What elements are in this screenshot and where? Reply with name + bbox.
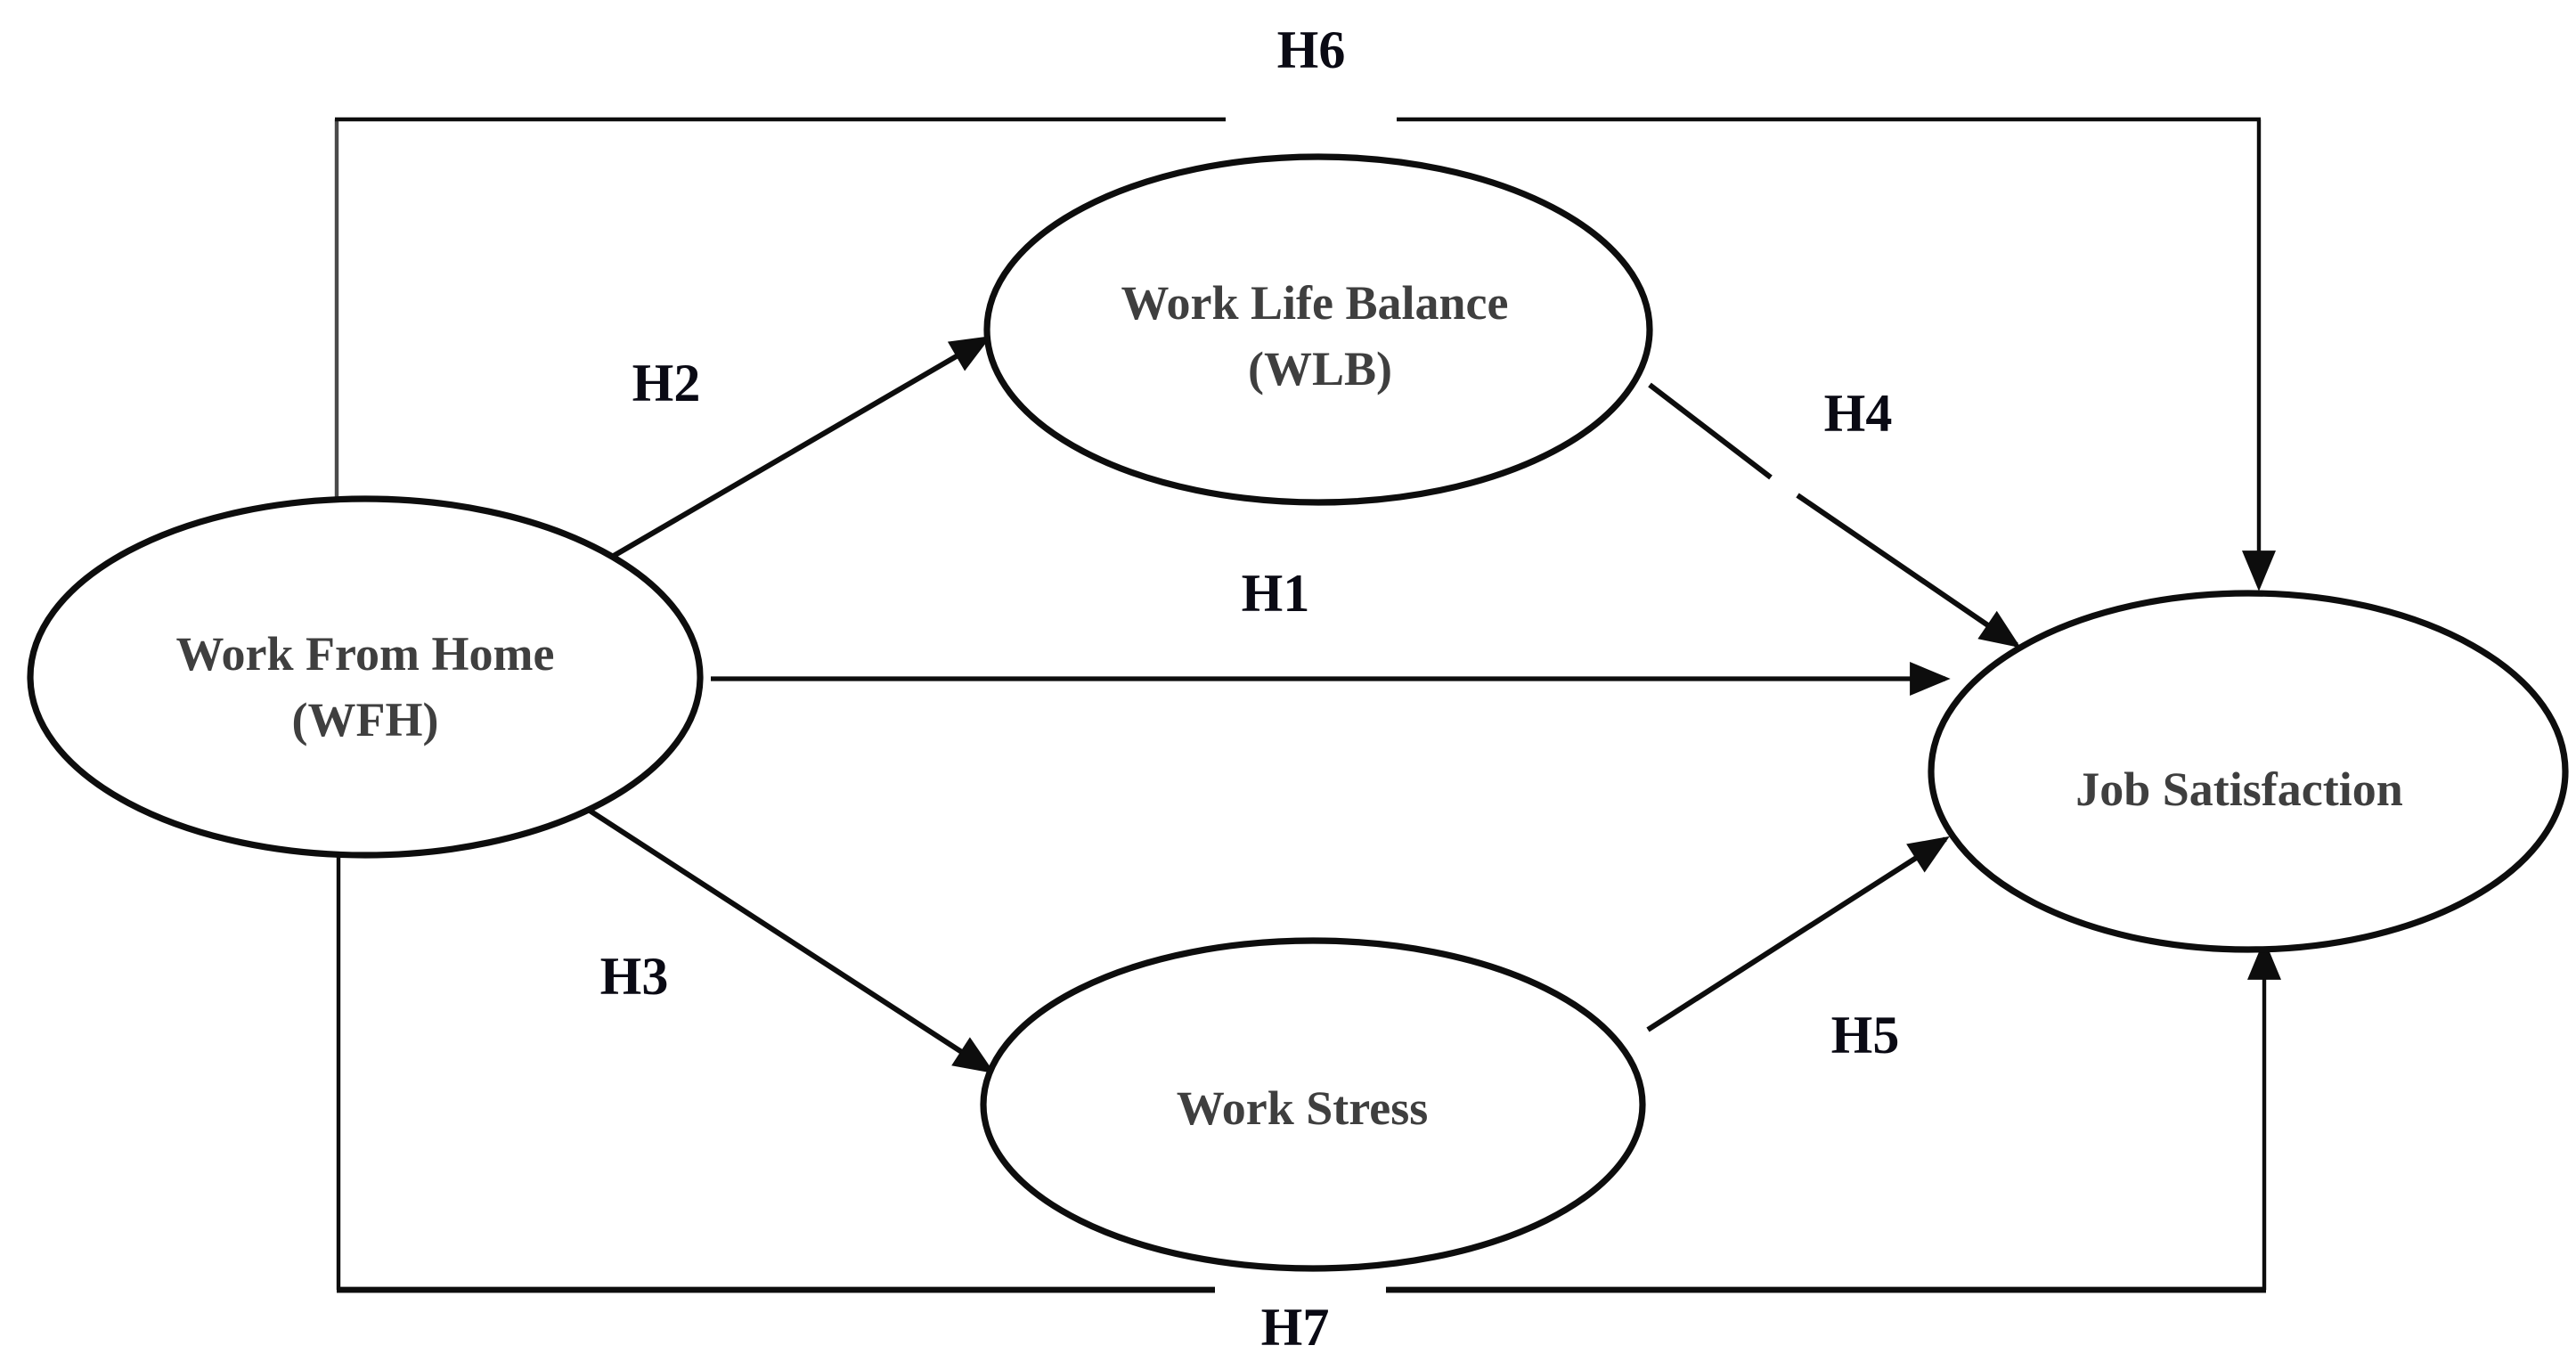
- edge-h2-line: [606, 336, 991, 562]
- node-wlb: Work Life Balance (WLB): [983, 153, 1653, 506]
- edge-h4-label: H4: [1824, 384, 1893, 443]
- node-ellipse-work-stress: [980, 937, 1646, 1272]
- edge-h1: H1: [711, 564, 1951, 696]
- node-ellipse-wlb: [983, 153, 1653, 506]
- edge-h2-label: H2: [632, 354, 701, 412]
- edge-h5-line: [1646, 836, 1950, 1032]
- node-ellipse-wfh: [27, 495, 704, 859]
- node-label-wfh-line2: (WFH): [292, 693, 439, 746]
- edge-h5: H5: [1646, 836, 1950, 1064]
- edge-h4-line-segment2: [1796, 493, 2021, 648]
- node-wfh: Work From Home (WFH): [27, 495, 704, 859]
- node-job-satisfaction: Job Satisfaction: [1928, 590, 2569, 953]
- edge-h4-line-segment1: [1648, 382, 1773, 480]
- edge-h5-label: H5: [1831, 1006, 1900, 1064]
- node-label-wlb-line1: Work Life Balance: [1121, 276, 1509, 330]
- node-label-work-stress: Work Stress: [1177, 1081, 1429, 1135]
- edge-h6: H6: [334, 20, 2276, 591]
- edge-h7: H7: [336, 855, 2281, 1357]
- node-label-wlb-line2: (WLB): [1248, 342, 1392, 396]
- edge-h3: H3: [588, 808, 995, 1074]
- edge-h6-label: H6: [1277, 20, 1346, 79]
- edge-h7-label: H7: [1261, 1298, 1330, 1357]
- edge-h4: H4: [1648, 382, 2021, 648]
- edge-h3-label: H3: [600, 947, 669, 1006]
- edge-h2: H2: [606, 336, 991, 562]
- node-label-wfh-line1: Work From Home: [176, 627, 555, 681]
- node-work-stress: Work Stress: [980, 937, 1646, 1272]
- edge-h1-label: H1: [1242, 564, 1310, 623]
- node-ellipse-job-satisfaction: [1928, 590, 2569, 953]
- node-label-job-satisfaction: Job Satisfaction: [2075, 762, 2403, 816]
- edge-h3-line: [588, 808, 995, 1074]
